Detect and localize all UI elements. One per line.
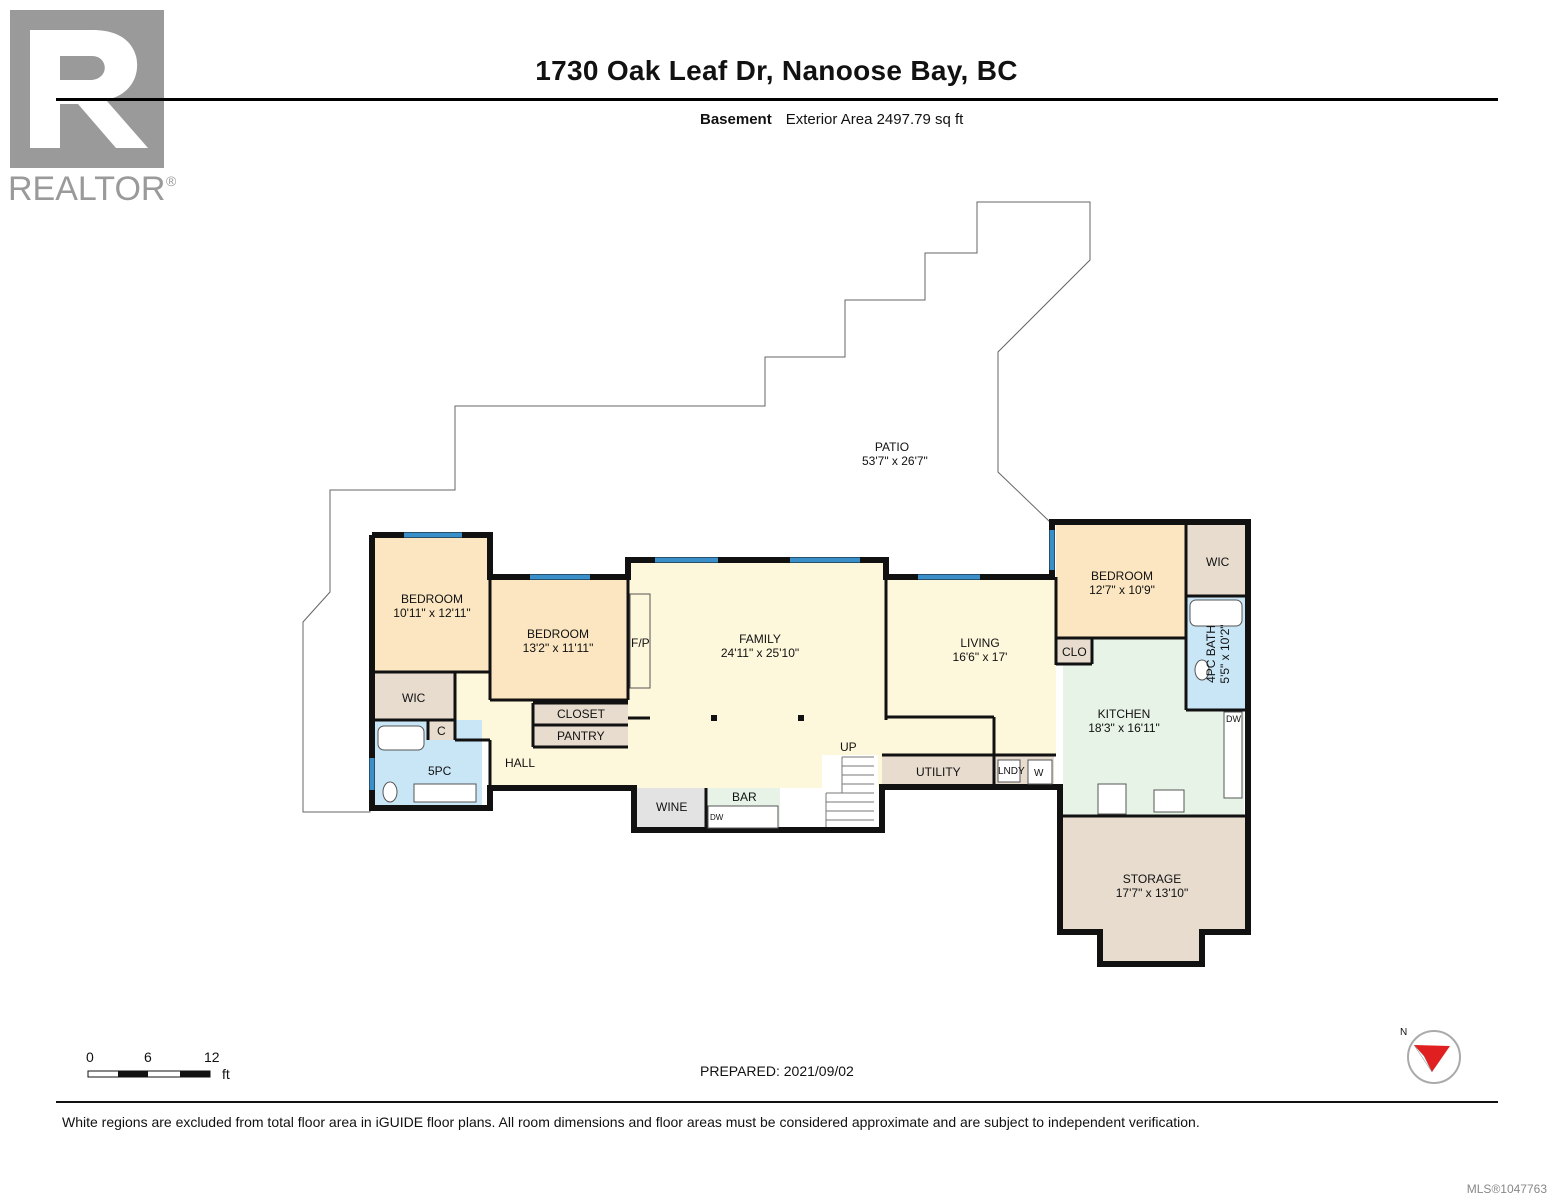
bedroom-c-fill [1056,524,1186,638]
fireplace-label: F/P [631,636,650,650]
family-fill [628,560,886,788]
utility-label: UTILITY [916,765,961,779]
scale-tick-6: 6 [144,1049,152,1065]
bedroom-b-label: BEDROOM 13'2" x 11'11" [522,627,594,655]
scale-bar [87,1070,211,1078]
stairs-up-label: UP [840,740,857,754]
clo-label: CLO [1062,645,1087,659]
wine-label: WINE [656,800,688,814]
kitchen-label: KITCHEN 18'3" x 16'11" [1088,707,1160,735]
scale-tick-12: 12 [204,1049,220,1065]
closet-label: CLOSET [557,707,606,721]
utility-fill [882,755,994,787]
exterior-walls [369,519,1251,967]
floor-name: Basement [700,111,772,128]
svg-text:®: ® [166,173,177,189]
patio-label: PATIO 53'7" x 26'7" [862,440,928,468]
prepared-date: PREPARED: 2021/09/02 [700,1063,854,1079]
realtor-logo: REALTOR ® [8,10,177,208]
stairs [825,756,874,828]
storage-label: STORAGE 17'7" x 13'10" [1115,872,1189,900]
column [798,715,804,721]
pc5-label: 5PC [428,764,452,778]
c-closet-label: C [437,724,446,738]
realtor-logo-text: REALTOR [8,170,165,208]
wic-right-label: WIC [1206,555,1230,569]
bedroom-c-label: BEDROOM 12'7" x 10'9" [1089,569,1155,597]
bedroom-b-fill [490,577,628,700]
kitchen-fill [1056,638,1244,816]
mls-number: MLS®1047763 [1466,1182,1547,1196]
bedroom-a-fill [372,535,490,672]
disclaimer: White regions are excluded from total fl… [62,1114,1200,1130]
wic-left-fill [372,672,455,720]
windows [369,530,1055,790]
living-fill [886,577,1056,717]
bar-dw-label: DW [710,813,724,822]
wine-fill [634,788,706,830]
washer-label: W [1034,768,1044,779]
c-closet-fill [428,720,455,740]
bedroom-a-label: BEDROOM 10'11" x 12'11" [393,592,471,620]
stairs-fill [822,755,878,829]
closet-fill [533,703,628,725]
pantry-label: PANTRY [557,729,605,743]
living-label: LIVING 16'6" x 17' [952,636,1008,664]
exterior-area: Exterior Area 2497.79 sq ft [785,111,964,128]
clo-fill [1056,638,1092,664]
fireplace [629,593,651,689]
family-label: FAMILY 24'11" x 25'10" [720,632,800,660]
kitchen-dw-label: DW [1226,714,1241,724]
interior-walls [372,522,1248,830]
bar-label: BAR [732,790,757,804]
fixtures [377,599,1243,829]
compass [1407,1030,1461,1084]
storage-fill [1060,816,1246,964]
bath4-label: 4PC BATH 5'5" x 10'2" [1204,624,1232,684]
floor-subtitle: Basement Exterior Area 2497.79 sq ft [700,111,963,128]
column [711,715,717,721]
laundry-label: LNDY [998,766,1025,777]
scale-tick-0: 0 [86,1049,94,1065]
wic-left-label: WIC [402,691,426,705]
wic-right-fill [1186,524,1248,596]
header-rule [56,98,1498,101]
pantry-fill [533,725,628,747]
footer-rule [56,1101,1498,1103]
compass-north-label: N [1400,1027,1408,1038]
scale-unit: ft [222,1066,230,1082]
hall-label: HALL [505,756,536,770]
page-title: 1730 Oak Leaf Dr, Nanoose Bay, BC [535,55,1018,86]
utility-hall-fill [886,717,1056,755]
